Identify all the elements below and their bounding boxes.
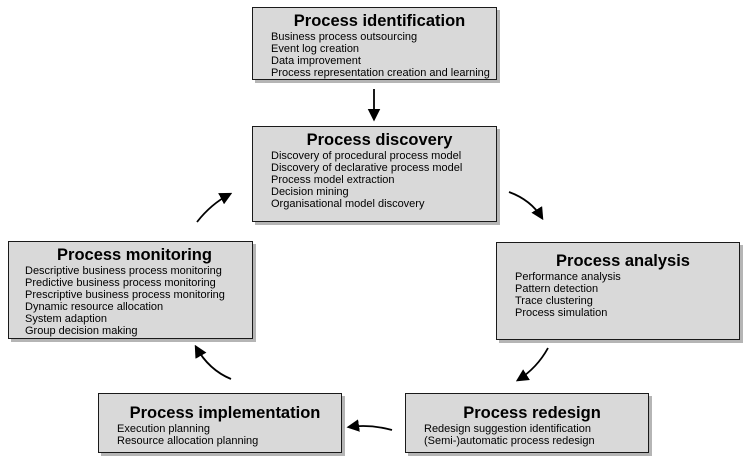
box-title: Process redesign	[463, 404, 601, 422]
box-title: Process identification	[293, 12, 466, 30]
list-item: Resource allocation planning	[117, 435, 259, 447]
list-item: Organisational model discovery	[271, 198, 425, 210]
list-item: Event log creation	[271, 43, 360, 55]
list-item: Process simulation	[515, 307, 608, 319]
box-item-list: Business process outsourcing Event log c…	[271, 31, 490, 79]
box-item-list: Execution planning Resource allocation p…	[117, 423, 333, 447]
list-item: Data improvement	[271, 55, 361, 67]
box-title: Process discovery	[306, 131, 453, 149]
box-title: Process implementation	[129, 404, 321, 422]
list-item: (Semi-)automatic process redesign	[424, 435, 595, 447]
list-item: Discovery of declarative process model	[271, 162, 463, 174]
list-item: Descriptive business process monitoring	[25, 265, 222, 277]
arrow-discovery-to-analysis	[508, 191, 544, 221]
box-title: Process analysis	[556, 252, 690, 270]
list-item: Process representation creation and lear…	[271, 67, 490, 79]
box-process-redesign: Process redesign Redesign suggestion ide…	[405, 393, 649, 453]
box-item-list: Redesign suggestion identification (Semi…	[424, 423, 640, 447]
list-item: Trace clustering	[515, 295, 593, 307]
box-item-list: Descriptive business process monitoring …	[25, 265, 244, 337]
list-item: Discovery of procedural process model	[271, 150, 462, 162]
box-process-discovery: Process discovery Discovery of procedura…	[252, 126, 497, 222]
list-item: Process model extraction	[271, 174, 395, 186]
list-item: Pattern detection	[515, 283, 599, 295]
box-process-monitoring: Process monitoring Descriptive business …	[8, 241, 253, 339]
box-title: Process monitoring	[57, 246, 212, 264]
list-item: Prescriptive business process monitoring	[25, 289, 225, 301]
arrow-monitoring-to-discovery	[196, 192, 233, 223]
list-item: Decision mining	[271, 186, 349, 198]
box-process-analysis: Process analysis Performance analysis Pa…	[496, 242, 740, 340]
box-item-list: Discovery of procedural process model Di…	[271, 150, 488, 210]
list-item: Group decision making	[25, 325, 138, 337]
box-process-identification: Process identification Business process …	[252, 7, 497, 80]
list-item: Performance analysis	[515, 271, 621, 283]
list-item: System adaption	[25, 313, 107, 325]
arrow-implementation-to-monitoring	[194, 344, 232, 380]
list-item: Redesign suggestion identification	[424, 423, 591, 435]
list-item: Predictive business process monitoring	[25, 277, 216, 289]
arrow-redesign-to-implementation	[346, 419, 393, 432]
arrow-analysis-to-redesign	[515, 347, 549, 382]
box-item-list: Performance analysis Pattern detection T…	[515, 271, 731, 319]
box-process-implementation: Process implementation Execution plannin…	[98, 393, 342, 453]
list-item: Dynamic resource allocation	[25, 301, 164, 313]
list-item: Business process outsourcing	[271, 31, 418, 43]
list-item: Execution planning	[117, 423, 210, 435]
